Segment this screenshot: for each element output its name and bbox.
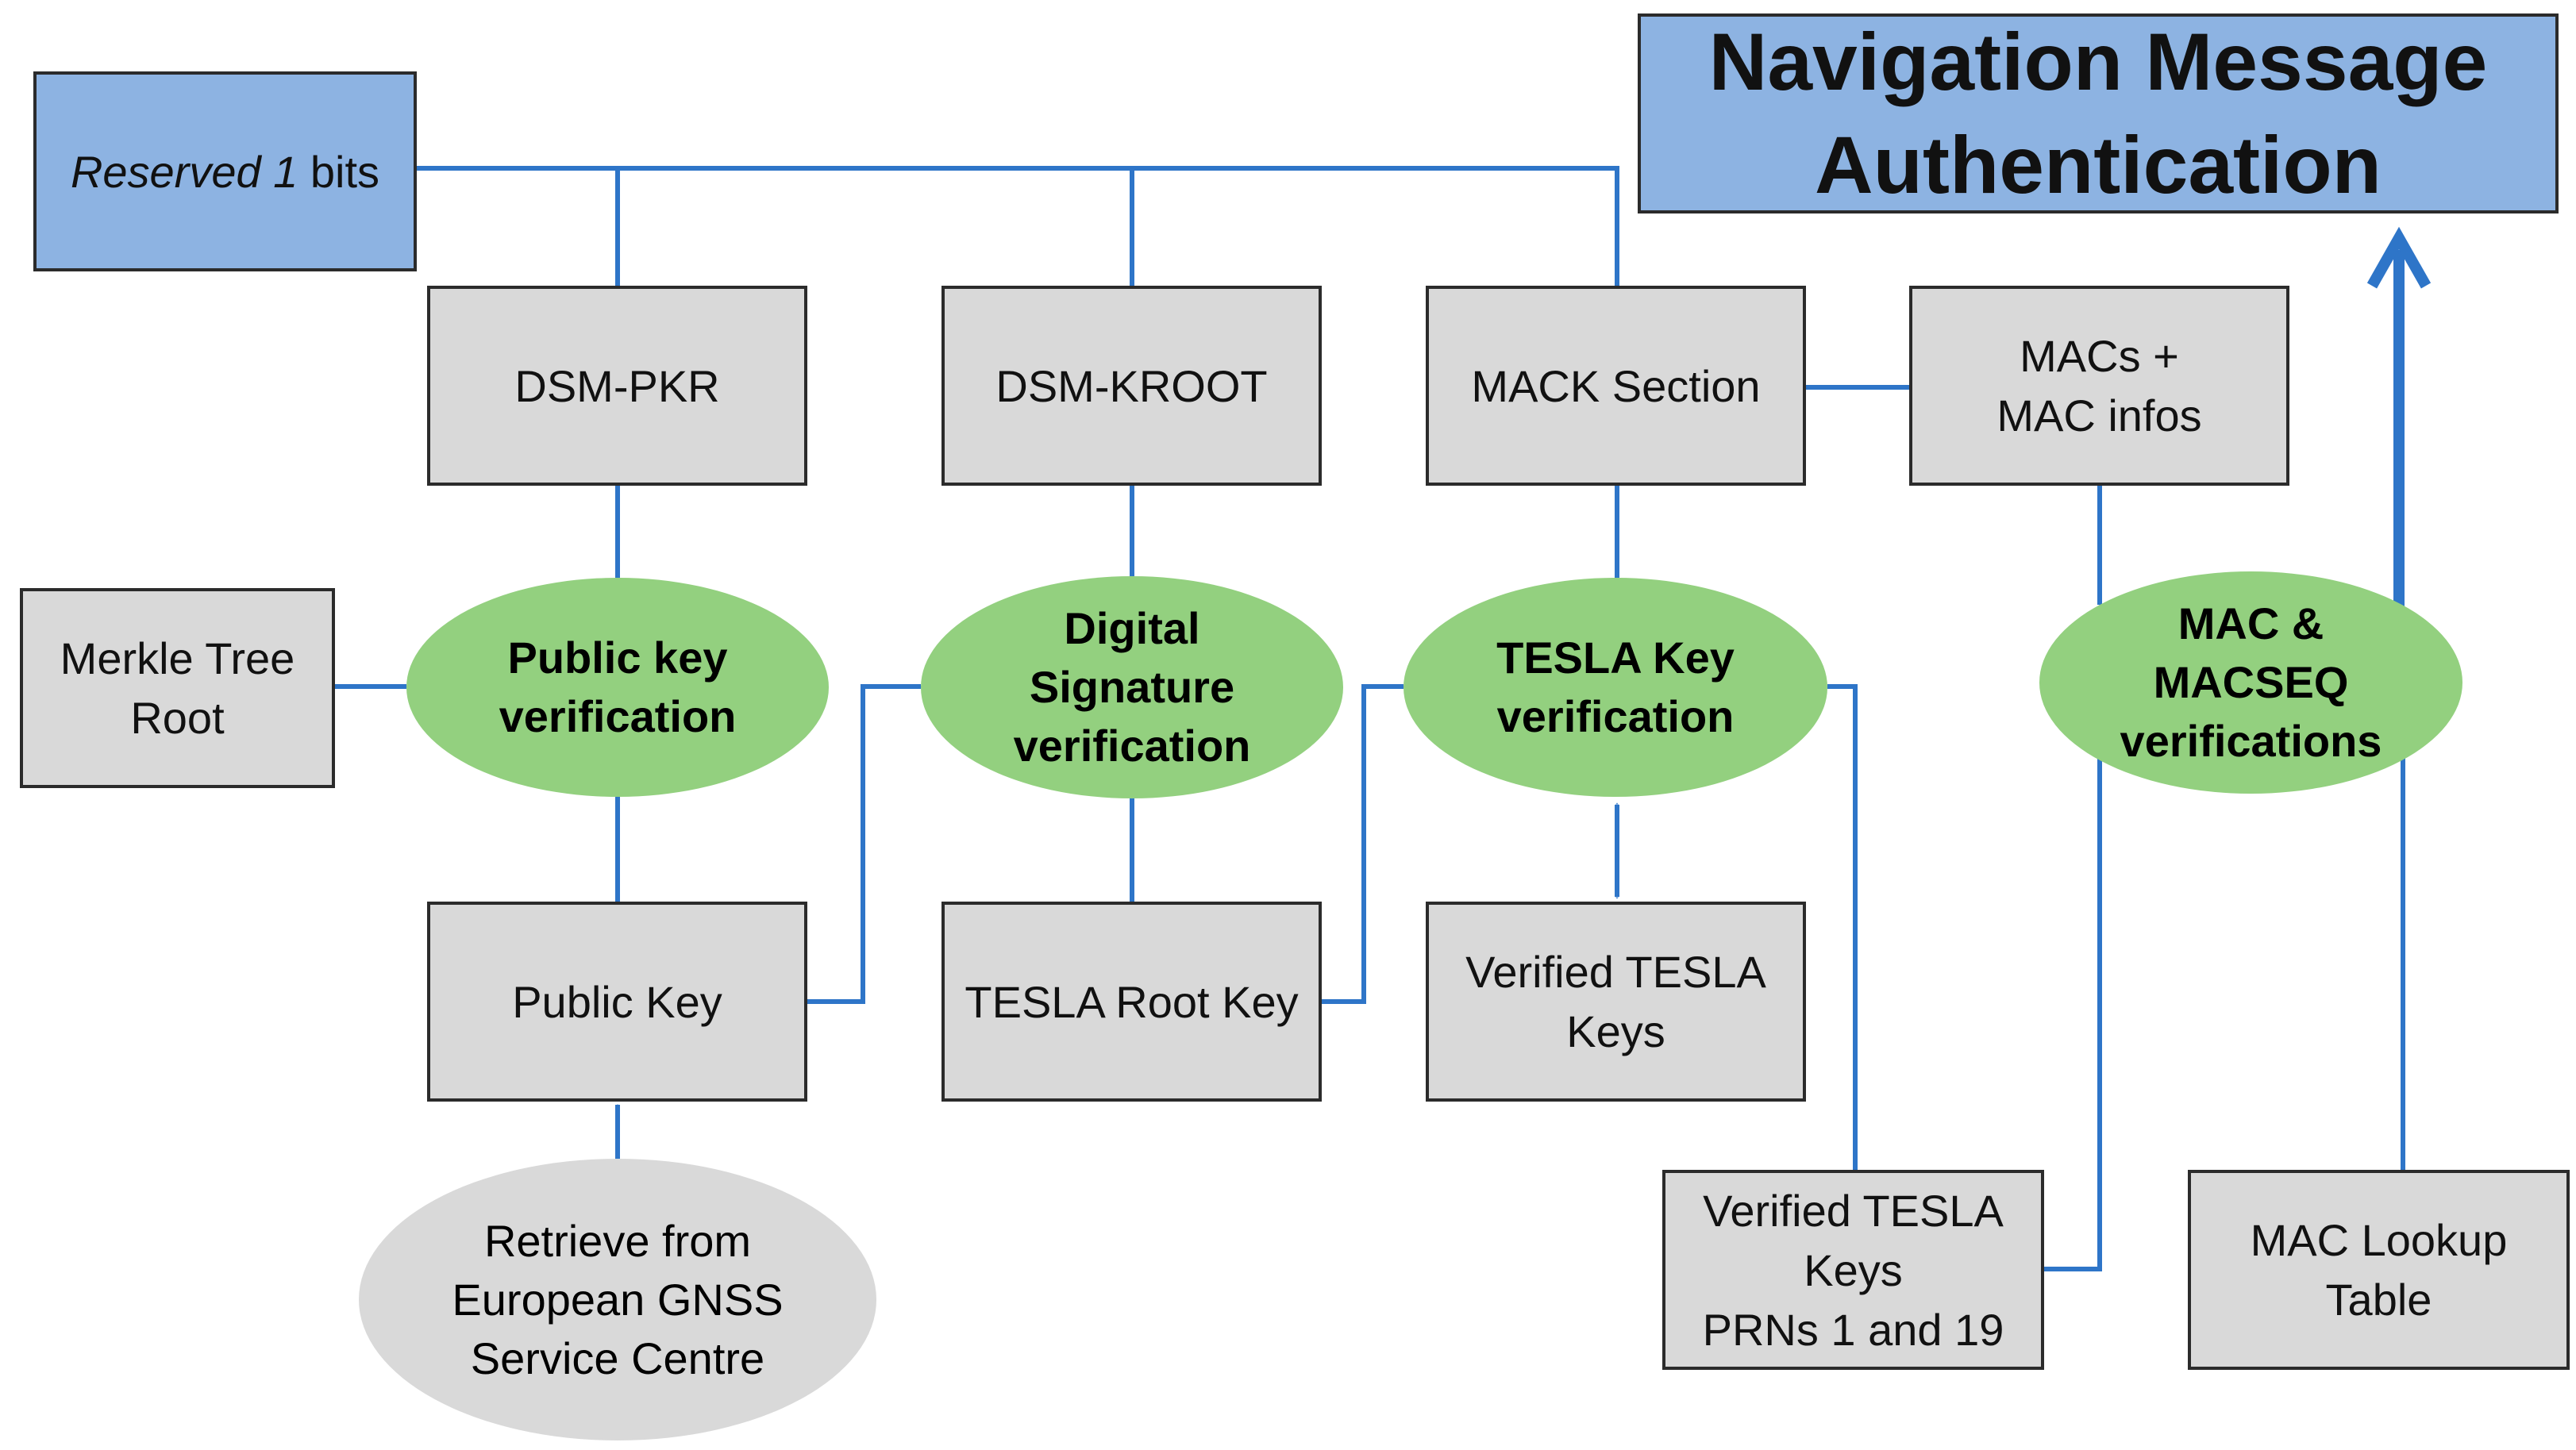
public-key-box: Public Key [427, 902, 807, 1102]
reserved-rest: bits [298, 146, 380, 197]
reserved-bits-box: Reserved 1 bits [33, 71, 417, 271]
verified-tesla-keys-box: Verified TESLA Keys [1426, 902, 1806, 1102]
verified-tesla-keys-prn-box: Verified TESLA Keys PRNs 1 and 19 [1662, 1170, 2044, 1370]
tesla-root-key-box: TESLA Root Key [941, 902, 1322, 1102]
mac-lookup-table-box: MAC Lookup Table [2188, 1170, 2570, 1370]
arrow-tesla-verif-to-prn-keys [1827, 684, 1858, 1170]
dsm-pkr-box: DSM-PKR [427, 286, 807, 486]
merkle-tree-root-box: Merkle Tree Root [20, 588, 335, 788]
macs-mac-infos-box: MACs + MAC infos [1909, 286, 2289, 486]
retrieve-from-gsc-process: Retrieve from European GNSS Service Cent… [359, 1159, 876, 1440]
reserved-italic: Reserved 1 [70, 146, 298, 197]
arrow-root-key-to-tesla-verif [1322, 684, 1404, 1004]
arrow-prn-keys-to-mac-verif [2044, 751, 2102, 1271]
arrow-public-key-to-sig-verif [807, 684, 921, 1004]
navigation-message-authentication-title: Navigation Message Authentication [1638, 13, 2559, 213]
tesla-key-verification-process: TESLA Key verification [1404, 578, 1827, 797]
reserved-bus-line [417, 166, 1619, 286]
mack-section-box: MACK Section [1426, 286, 1806, 486]
dsm-kroot-box: DSM-KROOT [941, 286, 1322, 486]
mac-macseq-verifications-process: MAC & MACSEQ verifications [2039, 571, 2462, 794]
digital-signature-verification-process: Digital Signature verification [921, 576, 1343, 798]
public-key-verification-process: Public key verification [406, 578, 829, 797]
